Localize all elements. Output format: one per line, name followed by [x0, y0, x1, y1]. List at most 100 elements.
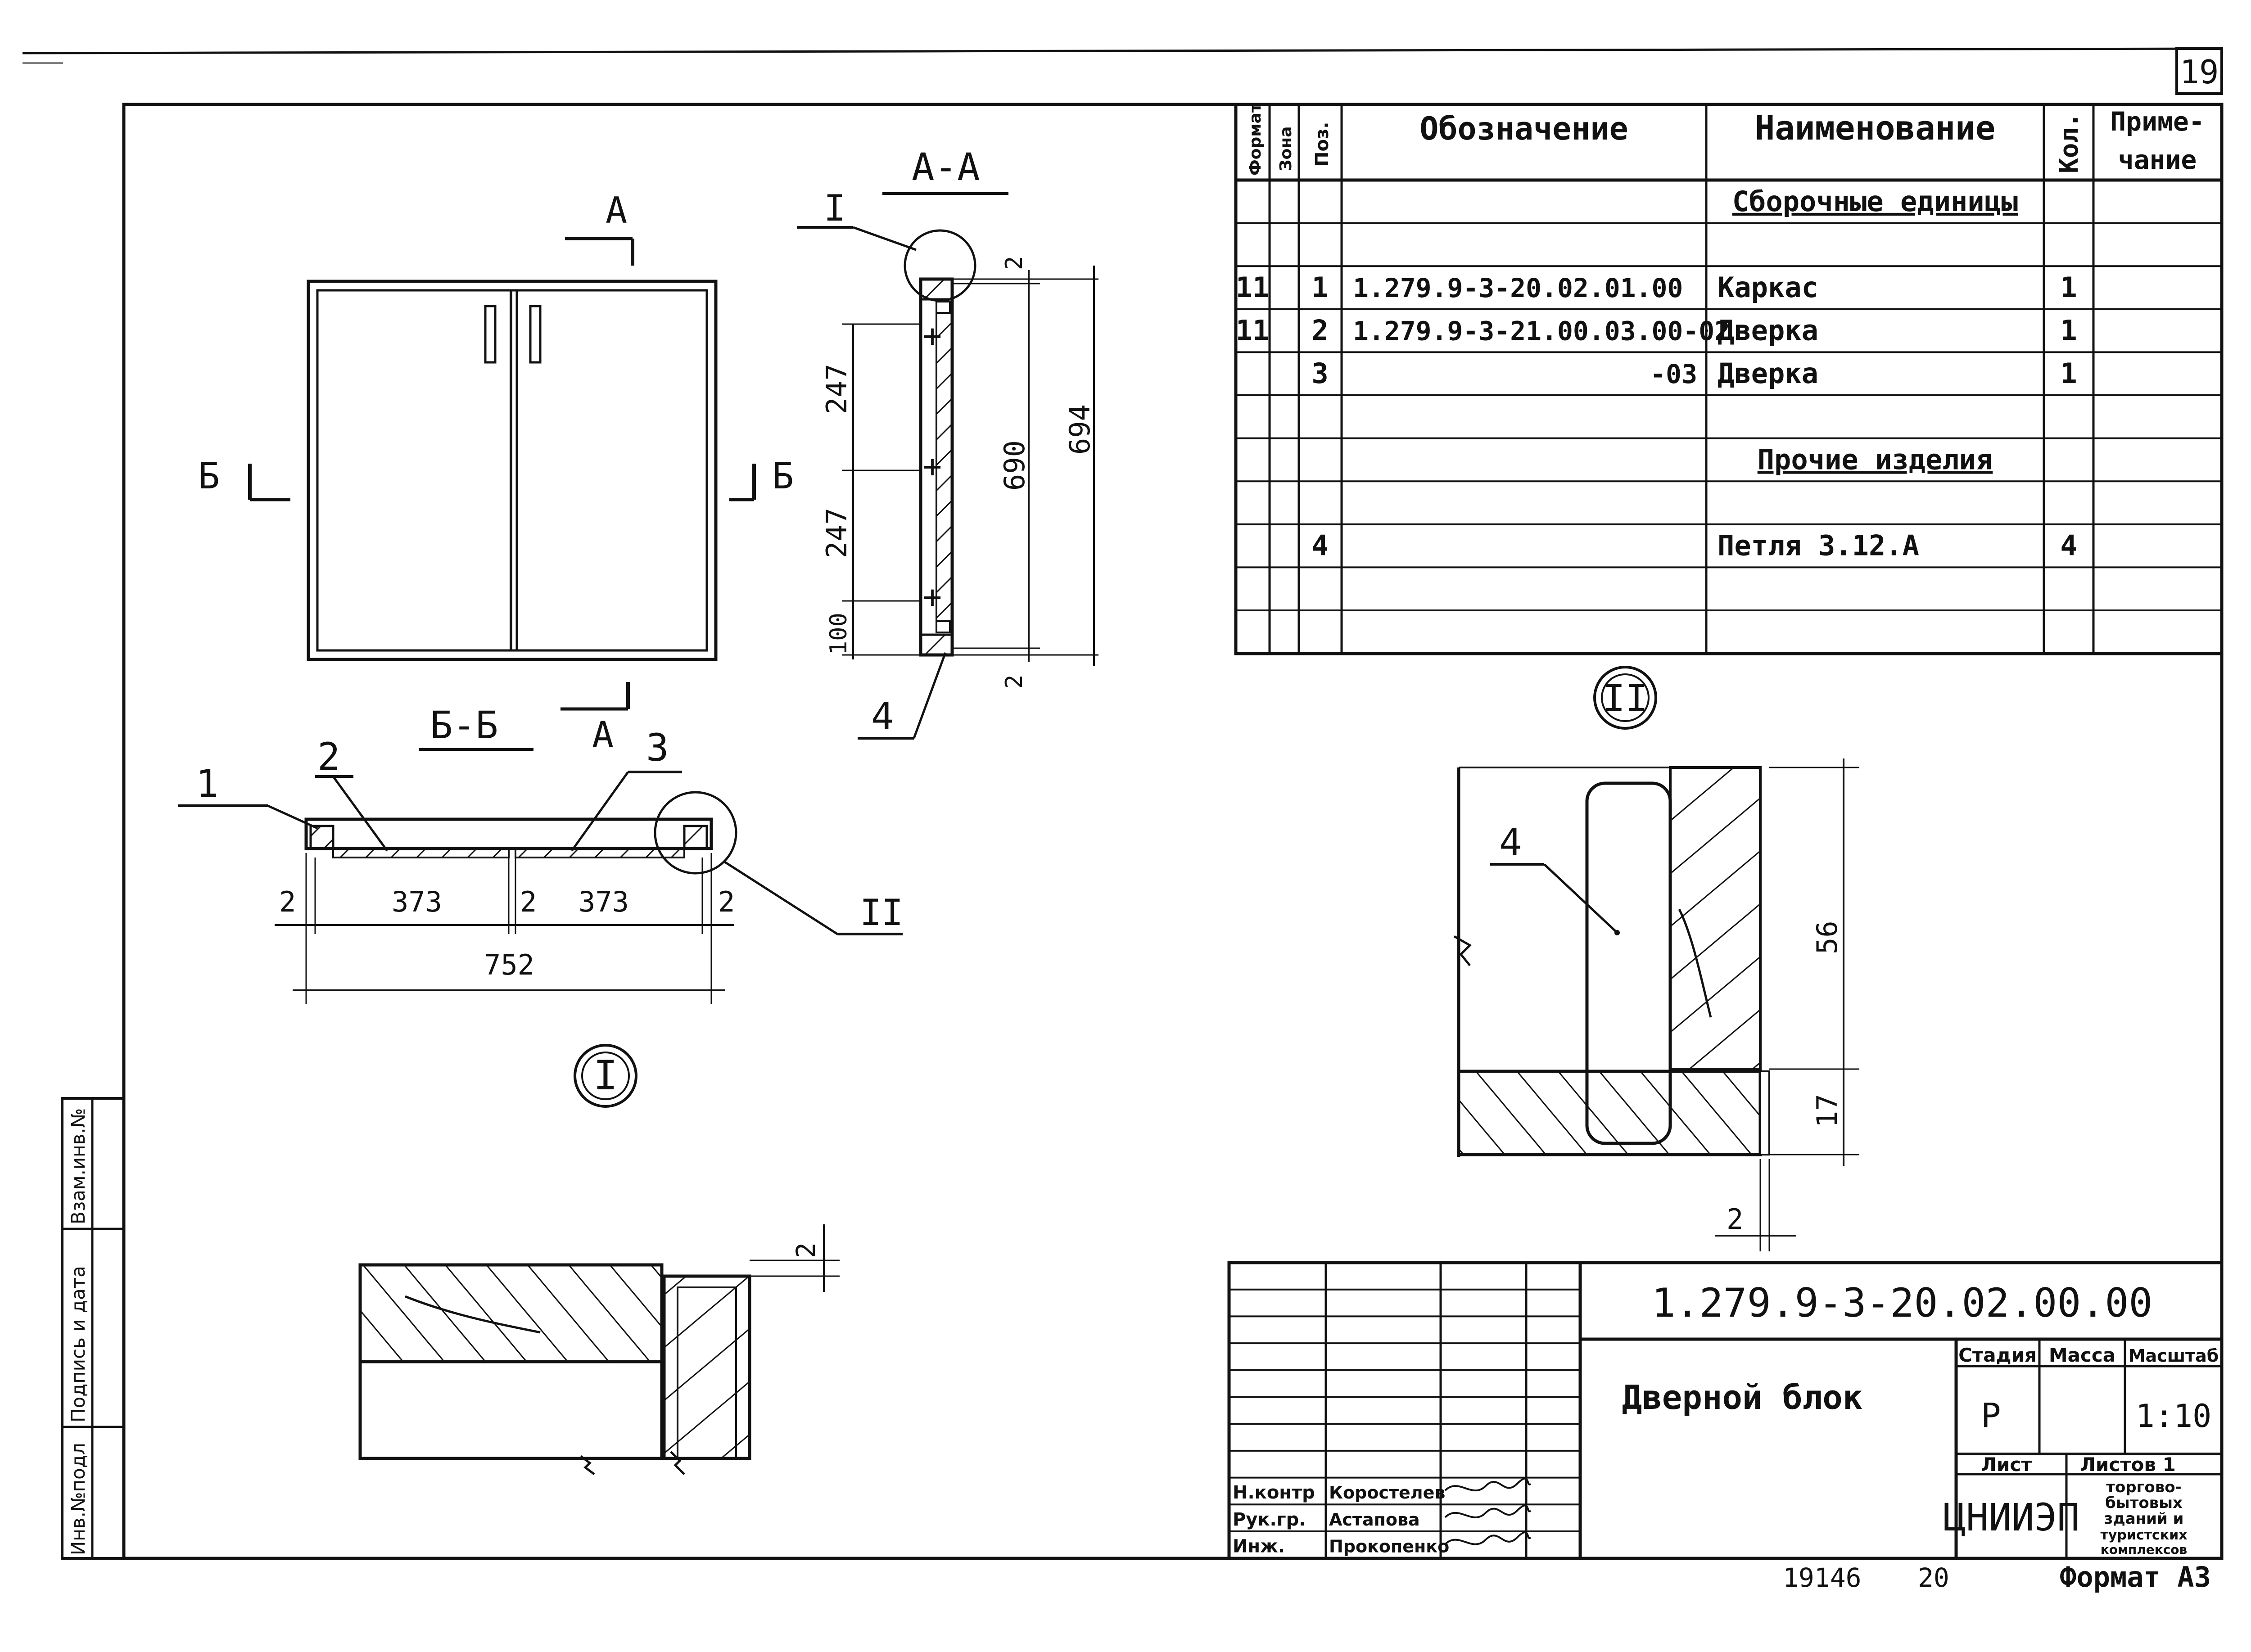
dim-plan-2-left: 2 — [279, 885, 296, 918]
org-desc-4: туристских — [2100, 1527, 2187, 1543]
person-name: Астапова — [1329, 1510, 1420, 1530]
dim-plan-2-right: 2 — [718, 885, 735, 918]
spec-cell-designation: 1.279.9-3-21.00.03.00-02 — [1353, 316, 1730, 347]
spec-cell-name: Петля 3.12.А — [1718, 529, 1919, 562]
dim-detail-i-2: 2 — [791, 1242, 821, 1258]
org-desc-2: бытовых — [2105, 1494, 2183, 1512]
mass-header: Масса — [2049, 1344, 2115, 1366]
section-aa: А-А I + + + 247 247 100 690 694 2 2 — [797, 145, 1098, 740]
callout-4-section: 4 — [871, 694, 894, 738]
svg-text:+: + — [923, 317, 942, 354]
person-role: Инж. — [1233, 1536, 1285, 1557]
dim-2-top: 2 — [1001, 256, 1028, 270]
drawing-frame — [122, 103, 2224, 1560]
section-bb: Б-Б II 1 2 3 2 373 2 373 2 752 — [178, 703, 903, 1004]
bottom-code-2: 20 — [1918, 1562, 1949, 1593]
stamp-inv-number: Инв.№подл — [67, 1443, 89, 1555]
spec-cell-qty: 1 — [2060, 357, 2077, 390]
header-quantity: Кол. — [2055, 113, 2084, 173]
dim-247-lower: 247 — [820, 508, 853, 558]
dim-2-bottom: 2 — [1001, 675, 1028, 689]
document-code: 1.279.9-3-20.02.00.00 — [1652, 1280, 2153, 1326]
person-name: Прокопенко — [1329, 1537, 1449, 1557]
signature — [1444, 1504, 1532, 1518]
detail-i-mark: I — [574, 1044, 637, 1108]
spec-cell-name: Прочие изделия — [1758, 443, 1993, 476]
dim-694: 694 — [1063, 404, 1096, 455]
detail-i-mark-label: I — [593, 1052, 618, 1099]
header-note-line1: Приме- — [2110, 106, 2205, 137]
callout-4-detail: 4 — [1499, 820, 1522, 864]
section-bb-title: Б-Б — [430, 703, 498, 747]
header-position: Поз. — [1312, 122, 1333, 167]
signature — [1444, 1531, 1532, 1545]
spec-cell-pos: 3 — [1311, 357, 1328, 390]
top-rule — [22, 47, 2222, 54]
side-stamp: Инв.№подл Подпись и дата Взам.инв.№ — [61, 1097, 125, 1560]
org-desc-3: зданий и — [2104, 1510, 2184, 1528]
stamp-replacement-inv: Взам.инв.№ — [67, 1108, 89, 1224]
dim-247-upper: 247 — [820, 364, 853, 414]
dim-100: 100 — [825, 613, 852, 655]
cut-a-label-top: А — [606, 190, 627, 231]
section-aa-title: А-А — [912, 145, 980, 189]
person-role: Н.контр — [1233, 1482, 1315, 1503]
product-name: Дверной блок — [1622, 1378, 1863, 1417]
cut-b-label-right: Б — [772, 455, 794, 497]
scale-value: 1:10 — [2136, 1398, 2212, 1435]
dim-detail-ii-2: 2 — [1727, 1203, 1743, 1236]
dim-plan-2-middle: 2 — [520, 885, 537, 918]
spec-cell-name: Каркас — [1718, 271, 1818, 304]
spec-cell-format: 11 — [1236, 271, 1270, 304]
dim-plan-752: 752 — [484, 948, 534, 981]
sheets-label: Листов 1 — [2080, 1453, 2176, 1476]
person-name: Коростелев — [1329, 1483, 1445, 1503]
dim-detail-ii-17: 17 — [1811, 1094, 1844, 1128]
spec-cell-name: Дверка — [1718, 357, 1818, 390]
detail-ii: 4 56 17 2 — [1453, 758, 1859, 1251]
org-desc-5: комплексов — [2101, 1542, 2188, 1557]
detail-ii-callout-label: II — [860, 892, 903, 934]
spec-cell-qty: 1 — [2060, 314, 2077, 347]
bottom-code-1: 19146 — [1783, 1562, 1862, 1593]
callout-3: 3 — [646, 726, 669, 770]
stage-value: Р — [1981, 1396, 2001, 1435]
stamp-signature-date: Подпись и дата — [67, 1266, 89, 1422]
cut-b-label-left: Б — [198, 455, 220, 497]
organization-name: ЦНИИЭП — [1943, 1495, 2079, 1539]
door-handle-left — [484, 305, 497, 364]
spec-cell-pos: 2 — [1311, 314, 1328, 347]
detail-ii-mark: II — [1593, 666, 1657, 730]
scale-header: Масштаб — [2129, 1346, 2219, 1366]
detail-i: 2 — [358, 1224, 840, 1475]
header-format: Формат — [1246, 103, 1265, 176]
detail-ii-mark-label: II — [1602, 676, 1648, 720]
cut-a-label-bottom: А — [592, 714, 614, 756]
spec-cell-name: Дверка — [1718, 314, 1818, 347]
spec-cell-designation: 1.279.9-3-20.02.01.00 — [1353, 273, 1683, 303]
header-name: Наименование — [1755, 109, 1996, 148]
spec-cell-designation: -03 — [1650, 359, 1697, 389]
header-designation: Обозначение — [1419, 110, 1628, 147]
front-view: А А Б Б — [198, 190, 794, 756]
callout-2: 2 — [317, 735, 340, 779]
page-number-box — [2175, 47, 2223, 95]
dim-690: 690 — [998, 440, 1031, 491]
signature — [1444, 1477, 1532, 1492]
stage-header: Стадия — [1958, 1344, 2037, 1366]
spec-cell-format: 11 — [1236, 314, 1270, 347]
door-handle-right — [529, 305, 542, 364]
spec-cell-qty: 1 — [2060, 271, 2077, 304]
format-label: Формат А3 — [2060, 1561, 2211, 1593]
header-zone: Зона — [1277, 126, 1295, 171]
spec-cell-name: Сборочные единицы — [1732, 185, 2018, 218]
spec-cell-pos: 1 — [1311, 271, 1328, 304]
page-number: 19 — [2180, 53, 2219, 91]
person-role: Рук.гр. — [1233, 1509, 1306, 1530]
sheet-label: Лист — [1981, 1453, 2032, 1476]
spec-cell-qty: 4 — [2060, 529, 2077, 562]
callout-1: 1 — [196, 762, 219, 806]
